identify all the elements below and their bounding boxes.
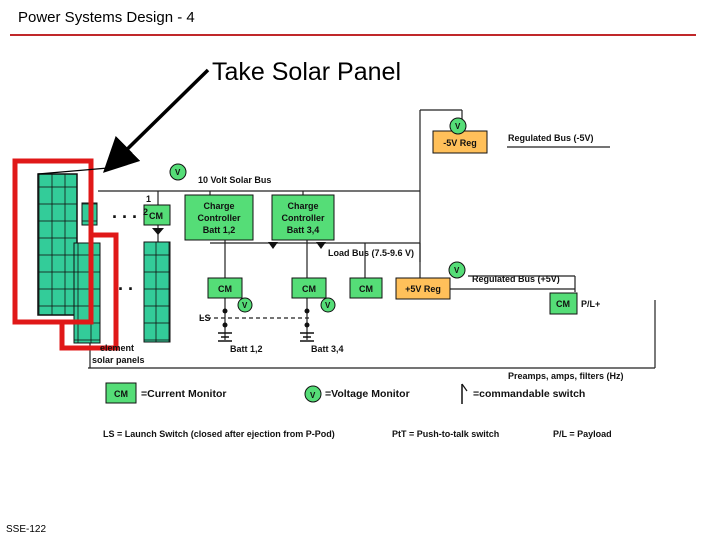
legend-cm-box bbox=[105, 382, 137, 404]
ls-label: LS bbox=[199, 313, 211, 323]
highlight-box-inner bbox=[59, 232, 119, 351]
solar-panel-1 bbox=[37, 173, 78, 316]
cm-box-batt12 bbox=[207, 277, 243, 299]
diode-3 bbox=[152, 228, 164, 235]
batt34-label: Batt 3,4 bbox=[311, 344, 344, 354]
v-solar-label: V bbox=[175, 168, 181, 177]
cm-box-payload bbox=[549, 292, 578, 315]
switch-dot-2 bbox=[304, 308, 310, 314]
voltage-monitor-solar bbox=[169, 163, 187, 181]
cc12-line3: Batt 1,2 bbox=[203, 225, 236, 235]
reg-plus-box-label: +5V Reg bbox=[405, 284, 441, 294]
battery-3-4 bbox=[300, 332, 314, 342]
switch-dot-3 bbox=[222, 322, 228, 328]
slide-code: SSE-122 bbox=[6, 524, 47, 535]
preamps-label: Preamps, amps, filters (Hz) bbox=[508, 371, 624, 381]
cm-box-batt34 bbox=[291, 277, 327, 299]
cc34-line2: Controller bbox=[281, 213, 324, 223]
element-label-2: solar panels bbox=[92, 355, 145, 365]
charge-controller-1-2-box bbox=[184, 194, 254, 241]
cc12-line1: Charge bbox=[203, 201, 234, 211]
legend-switch-text: =commandable switch bbox=[473, 388, 585, 400]
element-label-1: element bbox=[100, 343, 134, 353]
solar-bus-label: 10 Volt Solar Bus bbox=[198, 175, 271, 185]
cc34-line3: Batt 3,4 bbox=[287, 225, 320, 235]
label-1: 1 bbox=[146, 194, 151, 204]
v-minus5-label: V bbox=[455, 122, 461, 131]
v-batt12-label: V bbox=[242, 301, 248, 310]
charge-controller-3-4-box bbox=[271, 194, 335, 241]
voltage-monitor-minus5 bbox=[449, 117, 467, 135]
solar-panel-3 bbox=[73, 242, 101, 344]
cm-box-load bbox=[349, 277, 383, 299]
callout-text: Take Solar Panel bbox=[212, 58, 402, 86]
slide-title: Power Systems Design - 4 bbox=[18, 9, 195, 26]
cc34-line1: Charge bbox=[287, 201, 318, 211]
cm-payload-label: CM bbox=[556, 299, 570, 309]
voltage-monitor-plus5 bbox=[448, 261, 466, 279]
load-bus-label: Load Bus (7.5-9.6 V) bbox=[328, 248, 414, 258]
callout-arrow bbox=[103, 68, 210, 173]
title-rule bbox=[10, 34, 696, 36]
legend-v-text: =Voltage Monitor bbox=[325, 388, 410, 400]
legend-cm-box-label: CM bbox=[114, 389, 128, 399]
callout-bracket-top bbox=[37, 167, 109, 175]
switch-dot-4 bbox=[304, 322, 310, 328]
legend-switch-icon-arm bbox=[461, 383, 468, 392]
panel-ellipsis-bottom: . . bbox=[118, 274, 133, 294]
diode-2 bbox=[316, 242, 326, 249]
reg-minus-bus-label: Regulated Bus (-5V) bbox=[508, 133, 594, 143]
legend-cm-text: =Current Monitor bbox=[141, 388, 226, 400]
wires bbox=[88, 109, 656, 369]
switch-dot-1 bbox=[222, 308, 228, 314]
cc12-line2: Controller bbox=[197, 213, 240, 223]
highlight-box-outer bbox=[12, 158, 94, 325]
reg-plus-bus-label: Regulated Bus (+5V) bbox=[472, 274, 560, 284]
note-ptt: PtT = Push-to-talk switch bbox=[392, 429, 499, 439]
batt12-label: Batt 1,2 bbox=[230, 344, 263, 354]
cm-load-label: CM bbox=[359, 284, 373, 294]
payload-plus-label: P/L+ bbox=[581, 299, 600, 309]
legend-v-letter: V bbox=[310, 391, 316, 400]
voltage-monitor-batt12 bbox=[237, 297, 253, 313]
note-pl: P/L = Payload bbox=[553, 429, 612, 439]
label-2: 2 bbox=[143, 207, 148, 217]
v-batt34-label: V bbox=[325, 301, 331, 310]
cm-top-label: CM bbox=[149, 211, 163, 221]
v-plus5-label: V bbox=[454, 266, 460, 275]
battery-1-2 bbox=[218, 332, 232, 342]
diode-1 bbox=[268, 242, 278, 249]
cm-box-top bbox=[143, 204, 171, 226]
solar-panel-4 bbox=[143, 241, 171, 343]
panel-ellipsis-top: . . . bbox=[112, 202, 137, 222]
reg-minus-box-label: -5V Reg bbox=[443, 138, 477, 148]
cm-batt12-label: CM bbox=[218, 284, 232, 294]
voltage-monitor-batt34 bbox=[320, 297, 336, 313]
note-ls: LS = Launch Switch (closed after ejectio… bbox=[103, 429, 335, 439]
legend-v-circle bbox=[304, 385, 322, 403]
cm-batt34-label: CM bbox=[302, 284, 316, 294]
reg-plus-5v-box bbox=[395, 277, 451, 300]
